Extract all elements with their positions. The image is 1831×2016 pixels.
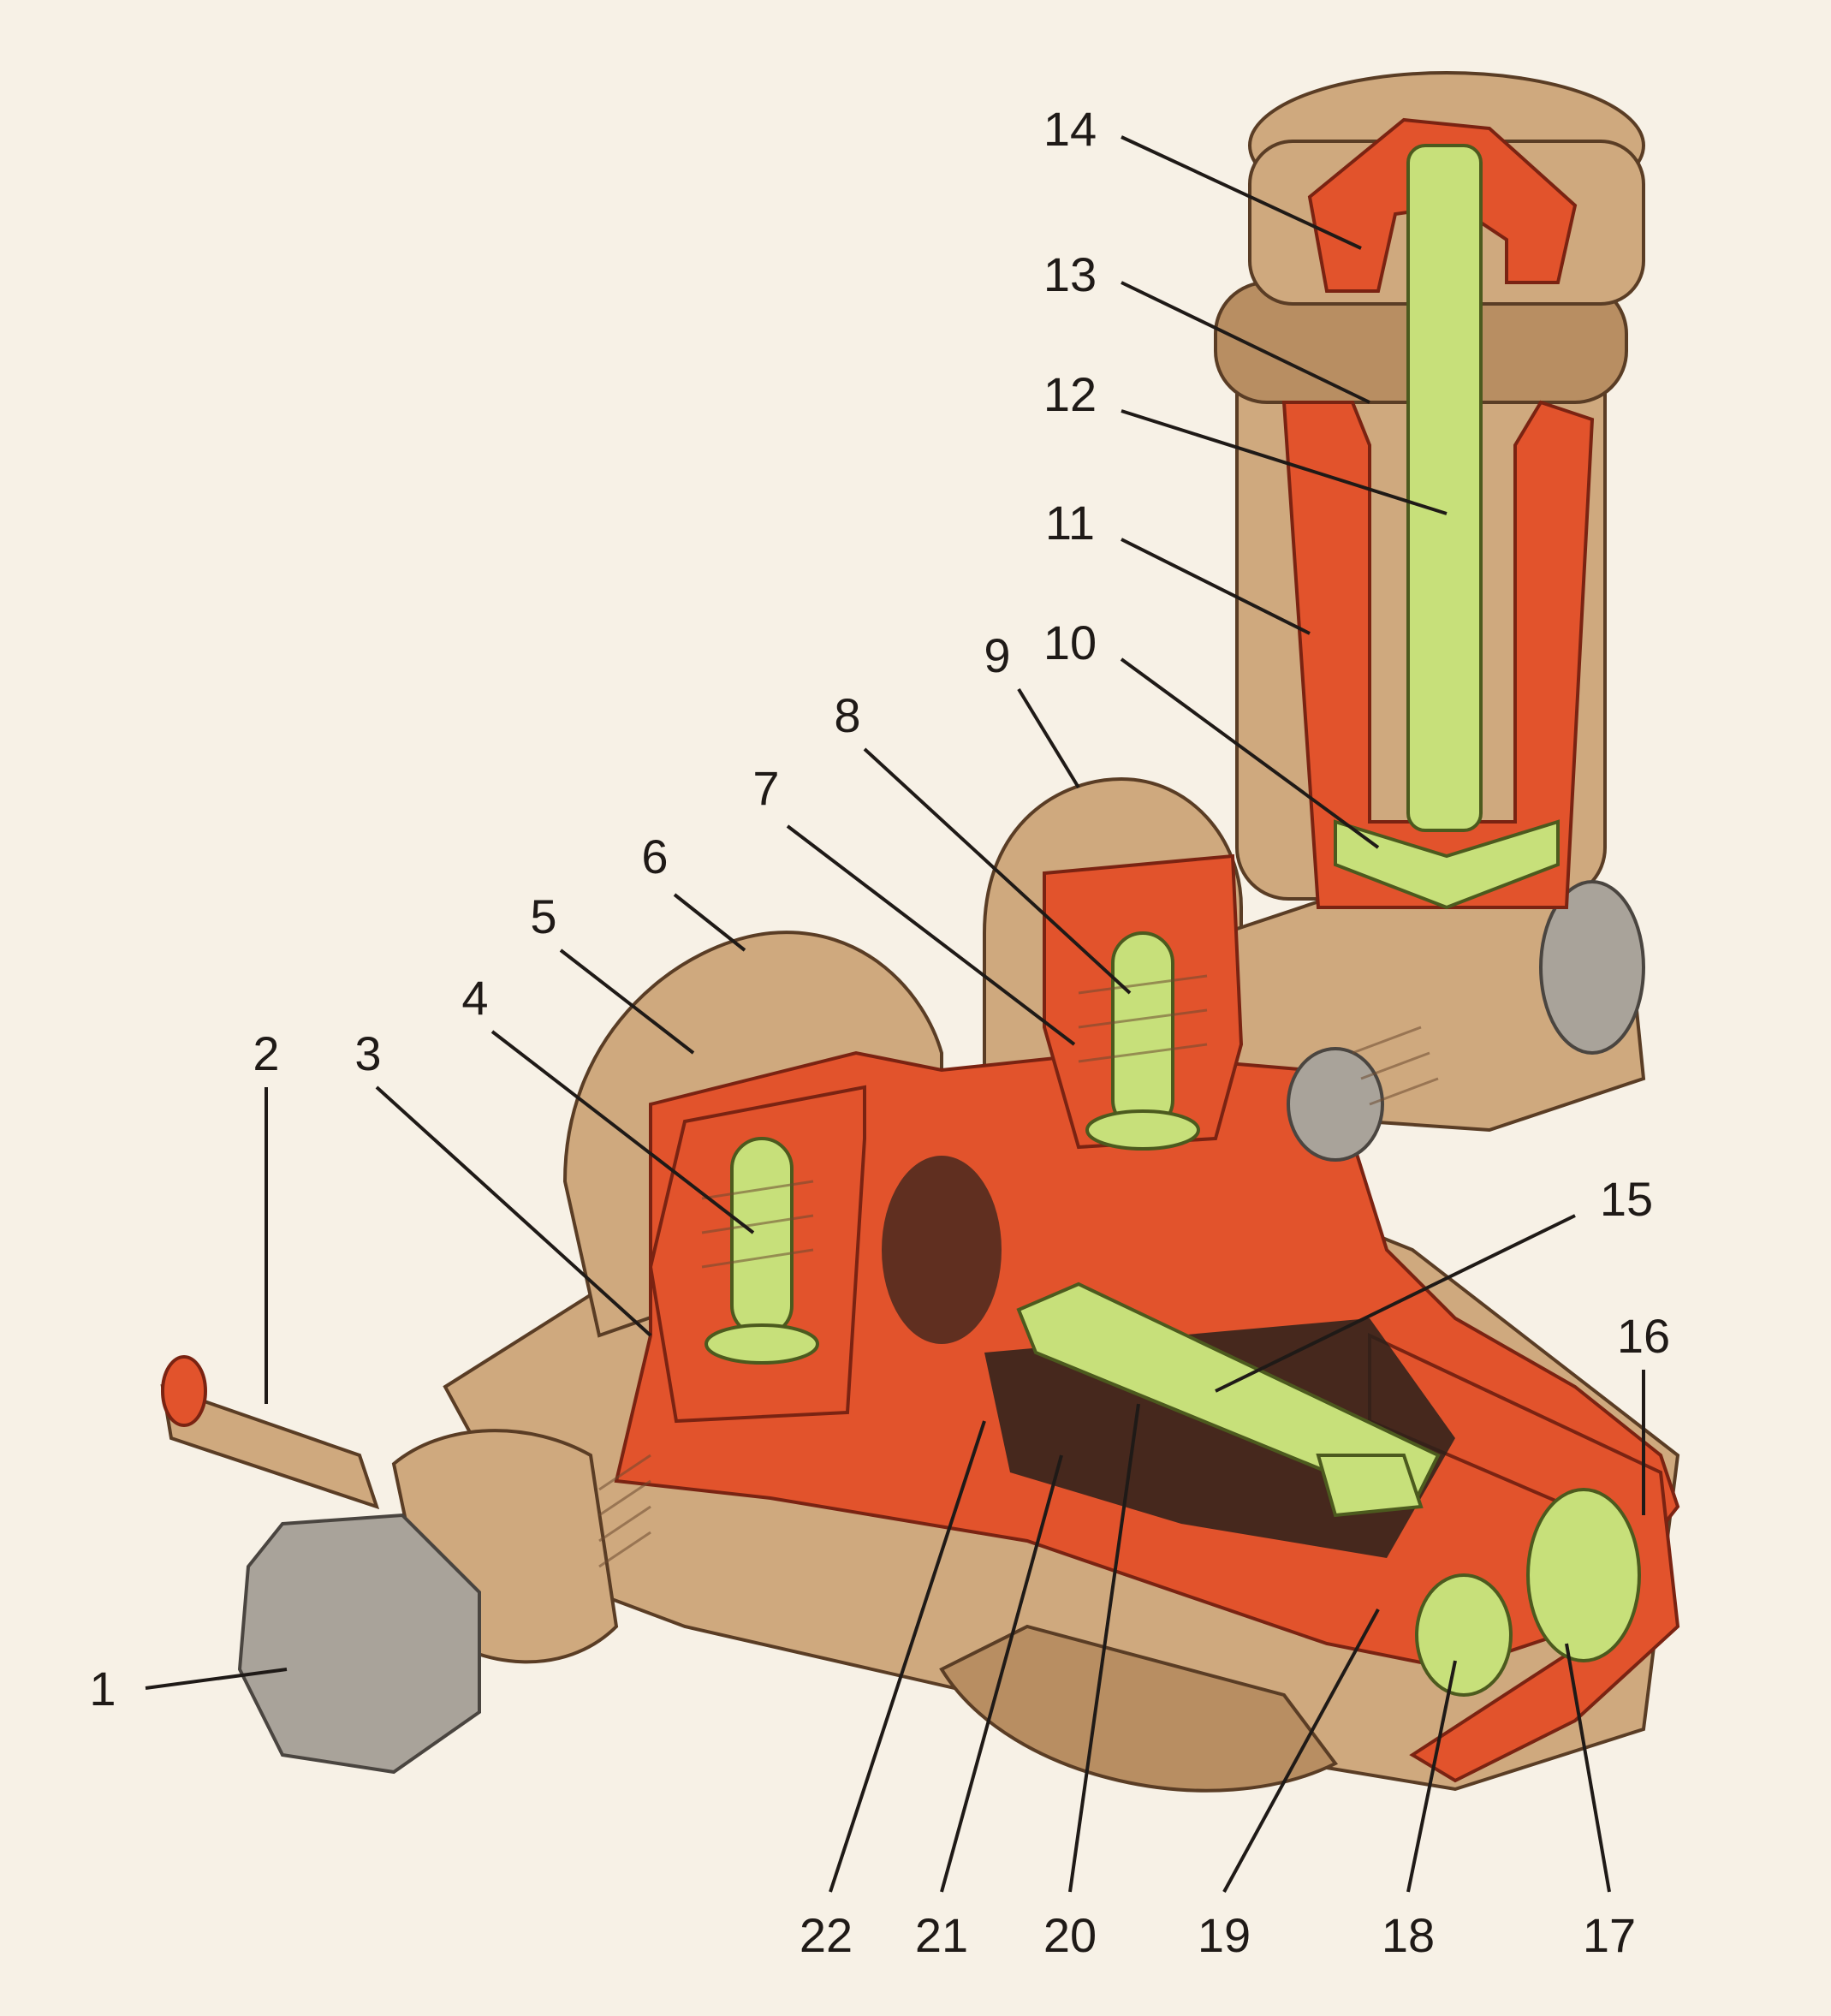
leader-5 — [559, 949, 695, 1055]
leader-13 — [1121, 281, 1370, 404]
label-12: 12 — [1043, 367, 1097, 421]
label-2: 2 — [253, 1026, 279, 1080]
leader-10 — [1120, 657, 1380, 849]
label-22: 22 — [800, 1908, 853, 1962]
label-18: 18 — [1382, 1908, 1435, 1962]
label-3: 3 — [354, 1026, 381, 1080]
label-7: 7 — [752, 761, 779, 815]
leader-18 — [1406, 1660, 1457, 1893]
label-8: 8 — [834, 688, 860, 742]
label-4: 4 — [461, 971, 488, 1025]
label-13: 13 — [1043, 247, 1097, 301]
leader-19 — [1222, 1609, 1380, 1893]
leader-11 — [1121, 538, 1311, 635]
label-20: 20 — [1043, 1908, 1097, 1962]
leader-22 — [829, 1420, 986, 1893]
label-5: 5 — [530, 889, 556, 943]
leader-8 — [863, 747, 1132, 995]
label-16: 16 — [1617, 1309, 1670, 1363]
leader-4 — [490, 1030, 755, 1234]
label-10: 10 — [1043, 616, 1097, 669]
label-11: 11 — [1045, 496, 1095, 550]
leader-9 — [1017, 687, 1080, 789]
part-number-labels: 1 2 3 4 5 6 7 8 9 10 11 12 13 14 15 16 1… — [89, 102, 1670, 1962]
label-6: 6 — [641, 830, 668, 883]
leader-21 — [940, 1454, 1063, 1893]
label-21: 21 — [915, 1908, 968, 1962]
leader-15 — [1215, 1214, 1576, 1393]
leader-3 — [375, 1085, 652, 1337]
leader-lines — [145, 135, 1645, 1893]
leader-1 — [145, 1668, 288, 1690]
label-1: 1 — [89, 1662, 116, 1716]
label-9: 9 — [984, 628, 1010, 682]
label-14: 14 — [1043, 102, 1097, 156]
leader-17 — [1565, 1643, 1611, 1893]
label-17: 17 — [1583, 1908, 1636, 1962]
leader-20 — [1068, 1403, 1140, 1893]
leader-14 — [1121, 135, 1362, 250]
leader-6 — [673, 893, 746, 952]
label-19: 19 — [1198, 1908, 1251, 1962]
valve-internals — [598, 144, 1641, 1697]
leader-12 — [1121, 409, 1448, 515]
label-15: 15 — [1600, 1172, 1653, 1226]
leader-7 — [786, 824, 1076, 1046]
